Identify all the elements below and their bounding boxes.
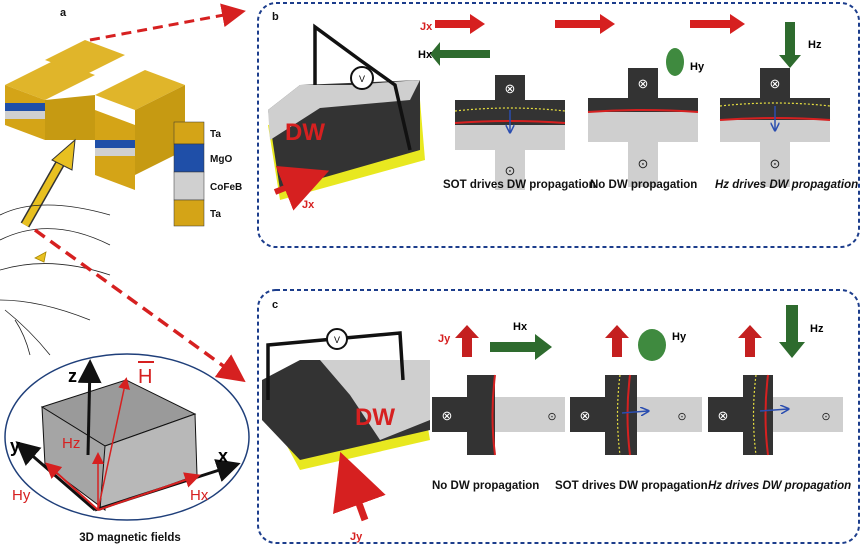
layer-ta-bottom: Ta [210,209,221,220]
caption-c-2: SOT drives DW propagation [555,480,708,492]
dw-label-c: DW [355,404,395,431]
current-b: Jx [302,199,315,211]
jy-label-c: Jy [438,333,451,345]
layer-cofeb: CoFeB [210,182,242,193]
svg-text:⊗: ⊗ [442,408,453,423]
svg-text:⊙: ⊙ [821,411,830,423]
c-crosses: ⊗ ⊙ ⊗ ⊙ ⊗ ⊙ [432,374,843,456]
hx-arrow-icon [430,42,490,66]
voltmeter-c: V [334,335,340,345]
layer-mgo: MgO [210,154,232,165]
axis-x: x [218,446,228,466]
hx-arrow-icon-c [490,334,552,360]
panel-b-frame [257,2,860,248]
field-caption: 3D magnetic fields [79,532,181,544]
caption-c-3: Hz drives DW propagation [708,480,851,492]
caption-c-1: No DW propagation [432,480,539,492]
b-crosses: ⊗ ⊙ ⊗ ⊙ ⊗ ⊙ [454,68,831,190]
panel-b-label: b [272,11,279,23]
hz-arrow-icon-c [779,305,805,358]
out-symbol: ⊙ [505,163,516,178]
caption-b-3: Hz drives DW propagation [715,179,858,191]
jx-arrow-1 [435,14,485,34]
svg-text:⊗: ⊗ [580,408,591,423]
label-hx: Hx [190,487,209,504]
hz-arrow-icon [779,22,801,68]
svg-text:⊗: ⊗ [638,76,649,91]
field-lines-icon [0,204,111,356]
yellow-arrow-icon [20,138,76,228]
jx-arrow-3 [690,14,745,34]
dw-label-b: DW [285,119,325,146]
axis-z: z [68,366,77,386]
voltmeter-b: V [359,74,365,84]
label-hy: Hy [12,487,31,504]
hy-arrow-icon-c [638,329,666,361]
c-field-arrows: Jy Hx Hy Hz [438,305,824,361]
device-b: V DW Jx [268,23,425,211]
hx-label-b: Hx [418,49,433,61]
b-field-arrows: Jx Hx Hy Hz [418,14,822,76]
hy-arrow-icon [666,48,684,76]
svg-text:⊙: ⊙ [770,156,781,171]
jx-arrow-2 [555,14,615,34]
field-ellipse: z y x H Hz Hy Hx [4,353,250,521]
svg-text:⊙: ⊙ [638,156,649,171]
hx-label-c: Hx [513,321,528,333]
panel-a-label: a [60,7,67,19]
panel-c-frame [257,289,860,544]
jy-arrow-1 [455,325,479,357]
arrow-to-b [89,3,246,42]
label-h: H [138,366,152,388]
jx-label-b: Jx [420,21,433,33]
hy-label-b: Hy [690,61,705,73]
caption-b-1: SOT drives DW propagation [443,179,596,191]
panel-c-label: c [272,299,278,311]
svg-text:⊙: ⊙ [677,411,686,423]
layer-legend: Ta MgO CoFeB Ta [173,121,242,227]
stack-cross [5,40,185,190]
label-hz: Hz [62,435,80,452]
arrow-to-c [33,228,246,383]
svg-text:⊗: ⊗ [770,76,781,91]
svg-text:⊗: ⊗ [718,408,729,423]
current-c: Jy [350,531,363,543]
hy-label-c: Hy [672,331,687,343]
svg-text:⊙: ⊙ [547,411,556,423]
into-symbol: ⊗ [505,81,516,96]
axis-y: y [10,436,20,456]
hz-label-b: Hz [808,39,822,51]
caption-b-2: No DW propagation [590,179,697,191]
device-c: V DW Jy [262,328,430,543]
hz-label-c: Hz [810,323,824,335]
layer-ta-top: Ta [210,129,221,140]
